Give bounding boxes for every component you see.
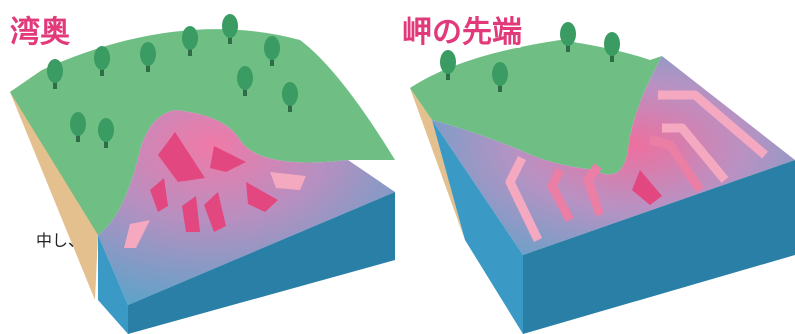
wave-arrow-icon	[158, 132, 205, 182]
tree-icon	[264, 36, 280, 66]
wave-arrow-icon	[246, 182, 278, 212]
tree-icon	[98, 118, 114, 148]
tree-group	[440, 22, 620, 92]
wave-arrow-icon	[583, 163, 605, 217]
tree-icon	[492, 62, 508, 92]
tree-icon	[182, 26, 198, 56]
wave-arrow-icon	[182, 196, 200, 232]
cape-tip-diagram: 岬の先端	[400, 12, 795, 334]
wave-arrow-icon	[648, 135, 704, 193]
wave-arrow-icon	[270, 172, 306, 190]
wave-arrow-icon	[547, 167, 574, 223]
tree-icon	[282, 82, 298, 112]
wave-arrow-icon	[662, 123, 729, 183]
tree-icon	[560, 22, 576, 52]
bay-head-panel: 湾奥 中し、	[10, 14, 395, 334]
sea-front-face	[523, 160, 795, 334]
wave-arrow-icon	[210, 146, 246, 172]
tree-icon	[222, 14, 238, 44]
bay-head-title: 湾奥	[10, 15, 70, 50]
wave-arrows-light	[124, 172, 306, 248]
clipped-text-fragment: 中し、	[36, 231, 84, 250]
wave-arrow-icon	[632, 170, 662, 205]
wave-arrow-strong	[632, 170, 662, 205]
bay-head-diagram: 湾奥 中し、	[10, 14, 395, 334]
land-surface	[410, 40, 662, 175]
wave-arrow-icon	[658, 90, 768, 159]
tree-icon	[47, 59, 63, 89]
tree-icon	[604, 32, 620, 62]
tree-group	[47, 14, 298, 148]
land-surface	[10, 29, 395, 235]
cape-tip-title: 岬の先端	[402, 15, 522, 50]
tree-icon	[94, 46, 110, 76]
cliff-face	[410, 88, 465, 240]
wave-arrows-light	[505, 90, 768, 242]
wave-arrow-icon	[204, 192, 226, 232]
wave-arrow-icon	[505, 155, 543, 242]
cape-tip-panel: 岬の先端	[400, 0, 795, 334]
wave-arrows-mid	[547, 135, 704, 223]
wave-arrows	[150, 132, 278, 232]
sea-side-face	[432, 120, 523, 334]
tree-icon	[440, 50, 456, 80]
tree-icon	[237, 66, 253, 96]
wave-arrow-icon	[124, 220, 150, 248]
sea-side-face	[98, 235, 128, 334]
wave-arrow-icon	[150, 178, 168, 212]
tree-icon	[140, 42, 156, 72]
sea-front-face	[128, 192, 395, 334]
tree-icon	[70, 112, 86, 142]
